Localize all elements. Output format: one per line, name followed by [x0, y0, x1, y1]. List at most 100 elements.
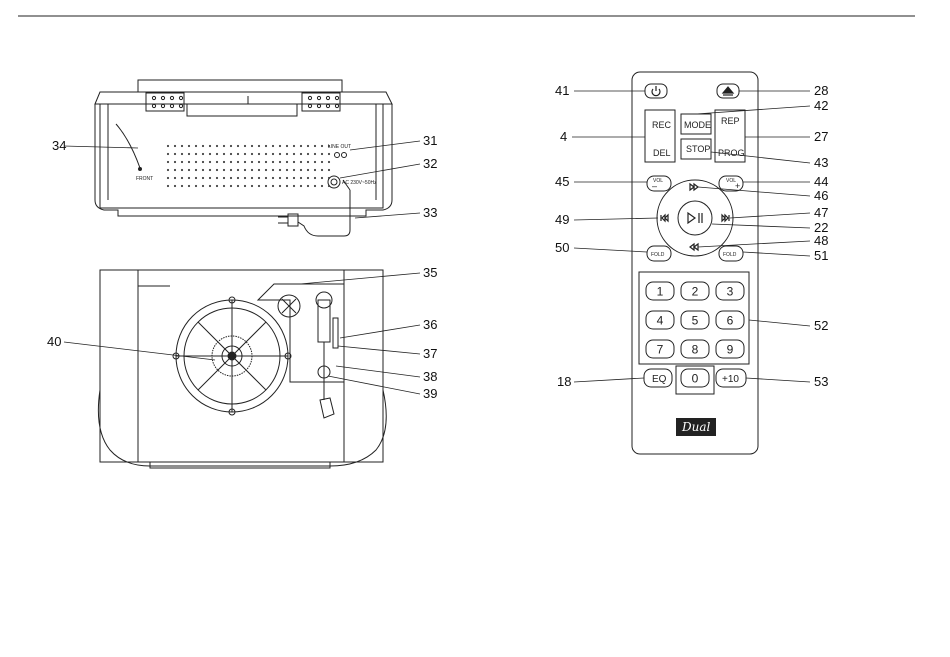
digit-label: 0 — [692, 372, 699, 386]
hinge-screws-right — [308, 96, 338, 107]
callout-35: 35 — [423, 265, 437, 280]
grille-hole — [321, 185, 323, 187]
grille-hole — [216, 153, 218, 155]
grille-hole — [321, 177, 323, 179]
cartridge — [320, 398, 334, 418]
grille-hole — [209, 153, 211, 155]
grille-hole — [314, 185, 316, 187]
grille-hole — [230, 153, 232, 155]
grille-hole — [321, 153, 323, 155]
grille-hole — [300, 169, 302, 171]
callout-41: 41 — [555, 83, 569, 98]
callout-53: 53 — [814, 374, 828, 389]
grille-hole — [251, 177, 253, 179]
grille-hole — [286, 185, 288, 187]
digit-label: 3 — [727, 285, 734, 299]
grille-hole — [167, 161, 169, 163]
cabinet-back — [100, 104, 383, 208]
grille-hole — [216, 169, 218, 171]
grille-hole — [244, 177, 246, 179]
grille-hole — [314, 177, 316, 179]
grille-hole — [258, 169, 260, 171]
grille-hole — [244, 145, 246, 147]
grille-hole — [279, 177, 281, 179]
eject-icon — [723, 87, 733, 95]
grille-hole — [258, 161, 260, 163]
grille-hole — [314, 169, 316, 171]
grille-hole — [265, 177, 267, 179]
hinge-screw — [317, 96, 320, 99]
grille-hole — [216, 145, 218, 147]
grille-hole — [188, 161, 190, 163]
grille-hole — [230, 185, 232, 187]
grille-hole — [230, 161, 232, 163]
callout-34: 34 — [52, 138, 66, 153]
grille-hole — [174, 185, 176, 187]
grille-hole — [265, 169, 267, 171]
grille-hole — [251, 153, 253, 155]
hinge-screw — [152, 104, 155, 107]
grille-hole — [314, 153, 316, 155]
grille-hole — [314, 161, 316, 163]
grille-hole — [195, 177, 197, 179]
grille-hole — [174, 153, 176, 155]
callout-48: 48 — [814, 233, 828, 248]
grille-hole — [181, 177, 183, 179]
callout-4: 4 — [560, 129, 567, 144]
power-label: AC 230V~50Hz — [342, 180, 377, 186]
hinge-screw — [179, 104, 182, 107]
grille-hole — [230, 177, 232, 179]
grille-hole — [328, 185, 330, 187]
digit-label: 6 — [727, 314, 734, 328]
grille-hole — [307, 161, 309, 163]
tonearm-panel — [258, 284, 344, 382]
previous-track-icon — [661, 215, 668, 221]
grille-hole — [174, 161, 176, 163]
grille-hole — [272, 161, 274, 163]
digit-label: 9 — [727, 343, 734, 357]
hinge-screw — [152, 96, 155, 99]
grille-hole — [202, 169, 204, 171]
grille-hole — [223, 153, 225, 155]
callout-leaders-remote — [572, 91, 810, 382]
cabinet-outline — [95, 104, 392, 216]
grille-hole — [279, 161, 281, 163]
grille-hole — [195, 185, 197, 187]
grille-hole — [195, 169, 197, 171]
callout-38: 38 — [423, 369, 437, 384]
grille-hole — [307, 145, 309, 147]
grille-hole — [188, 153, 190, 155]
grille-hole — [223, 185, 225, 187]
speaker-grille — [167, 145, 330, 187]
grille-hole — [237, 153, 239, 155]
grille-hole — [321, 145, 323, 147]
grille-hole — [167, 169, 169, 171]
grille-hole — [216, 177, 218, 179]
callout-46: 46 — [814, 188, 828, 203]
grille-hole — [167, 177, 169, 179]
grille-hole — [286, 177, 288, 179]
grille-hole — [279, 153, 281, 155]
grille-hole — [328, 169, 330, 171]
grille-hole — [307, 185, 309, 187]
line-out-jack-right — [342, 153, 347, 158]
grille-hole — [293, 161, 295, 163]
callout-33: 33 — [423, 205, 437, 220]
grille-hole — [195, 161, 197, 163]
grille-hole — [307, 169, 309, 171]
fast-forward-icon — [690, 184, 698, 190]
tonearm-lever — [333, 318, 338, 348]
grille-hole — [188, 169, 190, 171]
grille-hole — [265, 153, 267, 155]
grille-hole — [244, 161, 246, 163]
grille-hole — [279, 169, 281, 171]
grille-hole — [216, 185, 218, 187]
grille-hole — [244, 169, 246, 171]
grille-hole — [167, 185, 169, 187]
digit-label: 5 — [692, 314, 699, 328]
rewind-icon — [690, 244, 698, 250]
grille-hole — [174, 177, 176, 179]
callout-49: 49 — [555, 212, 569, 227]
